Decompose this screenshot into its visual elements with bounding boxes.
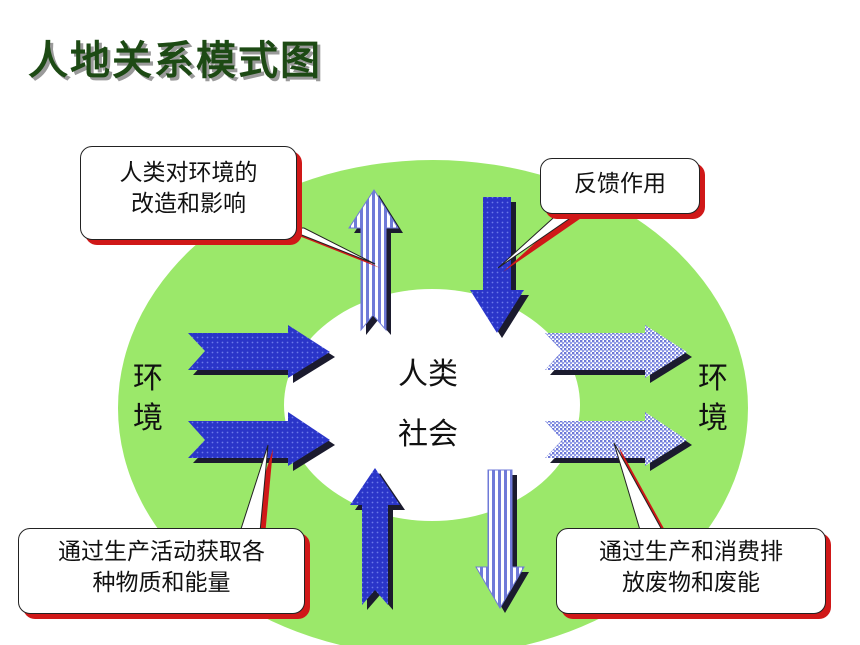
callout-discharge: 通过生产和消费排 放废物和废能 xyxy=(556,528,826,614)
callout-discharge-line1: 通过生产和消费排 xyxy=(599,539,783,565)
arrow-left-upper-into-society xyxy=(188,325,330,378)
callout-impact: 人类对环境的 改造和影响 xyxy=(80,146,297,240)
callout-acquire-line1: 通过生产活动获取各 xyxy=(58,539,265,565)
arrow-left-lower-into-society xyxy=(188,412,330,466)
arrow-bottom-down xyxy=(475,469,525,609)
society-circle xyxy=(284,289,580,521)
arrow-right-upper-out-of-society xyxy=(545,325,687,378)
society-label-line1: 人类 xyxy=(398,357,458,392)
callout-impact-line2: 改造和影响 xyxy=(131,191,246,217)
arrow-top-down-feedback xyxy=(470,197,524,333)
callout-impact-line1: 人类对环境的 xyxy=(119,160,258,186)
callout-acquire: 通过生产活动获取各 种物质和能量 xyxy=(18,528,305,614)
callout-pointers xyxy=(239,209,667,536)
callout-acquire-line2: 种物质和能量 xyxy=(92,570,231,596)
environment-right-line1: 环 xyxy=(698,361,728,396)
environment-left-line1: 环 xyxy=(133,361,163,396)
environment-left-line2: 境 xyxy=(133,401,163,436)
arrow-top-up-impact xyxy=(348,189,399,332)
callout-discharge-line2: 放废物和废能 xyxy=(622,570,760,596)
arrow-right-lower-out-of-society xyxy=(545,412,687,466)
arrow-bottom-up xyxy=(350,468,400,605)
callout-feedback: 反馈作用 xyxy=(540,158,700,214)
society-label-line2: 社会 xyxy=(398,417,458,452)
environment-right-line2: 境 xyxy=(698,401,728,436)
callout-feedback-line1: 反馈作用 xyxy=(574,171,666,197)
page-title: 人地关系模式图 xyxy=(28,38,322,84)
